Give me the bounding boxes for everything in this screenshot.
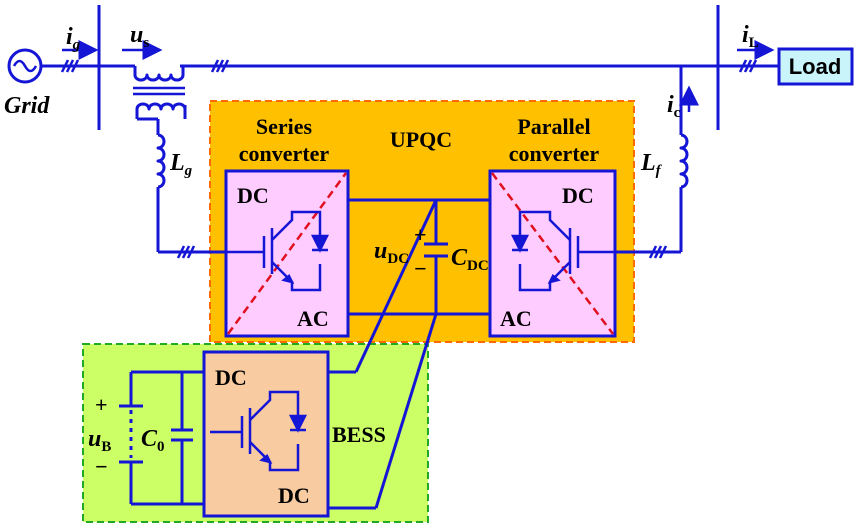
upqc-title: UPQC <box>390 127 452 152</box>
bess-dc-wire-1 <box>354 199 438 373</box>
bess-dc-wire-2 <box>374 313 438 509</box>
bess-dc-top-label: DC <box>215 365 247 390</box>
udc-label: uDC <box>374 238 409 267</box>
bess-converter: DC DC <box>202 350 330 518</box>
ub-label: uB <box>88 426 111 455</box>
udc-minus: − <box>414 256 427 281</box>
series-transformer-icon <box>133 66 187 121</box>
iL-label: iL <box>742 22 759 51</box>
battery-plus: + <box>95 392 108 417</box>
bess-label: BESS <box>332 422 386 447</box>
parallel-ac-label: AC <box>500 306 532 331</box>
parallel-dc-label: DC <box>562 183 594 208</box>
series-converter: DC AC <box>224 169 350 338</box>
parallel-converter-title-2: converter <box>509 141 600 166</box>
series-dc-label: DC <box>237 183 269 208</box>
ic-label: ic <box>667 92 681 121</box>
three-phase-marks <box>60 59 758 259</box>
ig-label: ig <box>66 24 81 53</box>
series-ac-label: AC <box>297 306 329 331</box>
bess-dc-bottom-label: DC <box>278 483 310 508</box>
udc-plus: + <box>414 222 427 247</box>
grid-label: Grid <box>4 93 50 119</box>
cdc-label: CDC <box>451 245 489 274</box>
load-label: Load <box>789 54 842 79</box>
igbt-icon <box>210 390 308 472</box>
lf-label: Lf <box>640 150 663 179</box>
parallel-converter-title-1: Parallel <box>517 114 590 139</box>
lg-label: Lg <box>169 150 193 179</box>
igbt-icon <box>510 210 615 292</box>
c0-label: C0 <box>141 426 165 455</box>
series-converter-title-2: converter <box>239 141 330 166</box>
load-box <box>777 47 854 86</box>
series-converter-title-1: Series <box>256 114 313 139</box>
battery-minus: − <box>95 454 108 479</box>
igbt-icon <box>226 210 330 292</box>
us-label: us <box>130 22 149 51</box>
parallel-converter: DC AC <box>488 169 617 338</box>
